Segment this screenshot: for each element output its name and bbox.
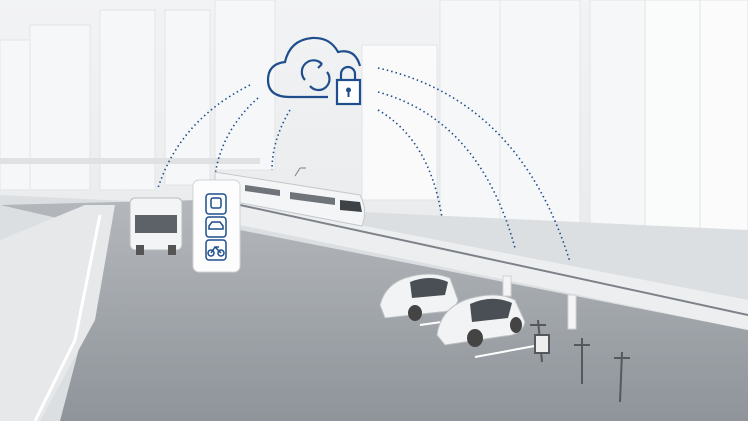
lock-icon (335, 65, 362, 106)
cloud-sync-icon (266, 36, 362, 99)
train-icon (205, 193, 227, 215)
road (0, 200, 748, 421)
bus (129, 197, 183, 255)
car (436, 294, 526, 347)
city-buildings (0, 0, 748, 301)
connection-lines (157, 67, 571, 263)
smartphone (192, 179, 241, 273)
scooter (530, 319, 550, 363)
bicycle (574, 338, 590, 384)
rail (239, 204, 748, 316)
bicycle-icon (205, 239, 227, 261)
car-icon (205, 216, 227, 238)
tram-track-bed (230, 200, 748, 330)
bicycle (614, 351, 630, 403)
sidewalk-left (0, 205, 115, 421)
train (214, 167, 366, 227)
lane-marking (33, 214, 102, 421)
bridge (0, 158, 260, 164)
bollard (567, 294, 577, 330)
bollard (502, 275, 512, 297)
